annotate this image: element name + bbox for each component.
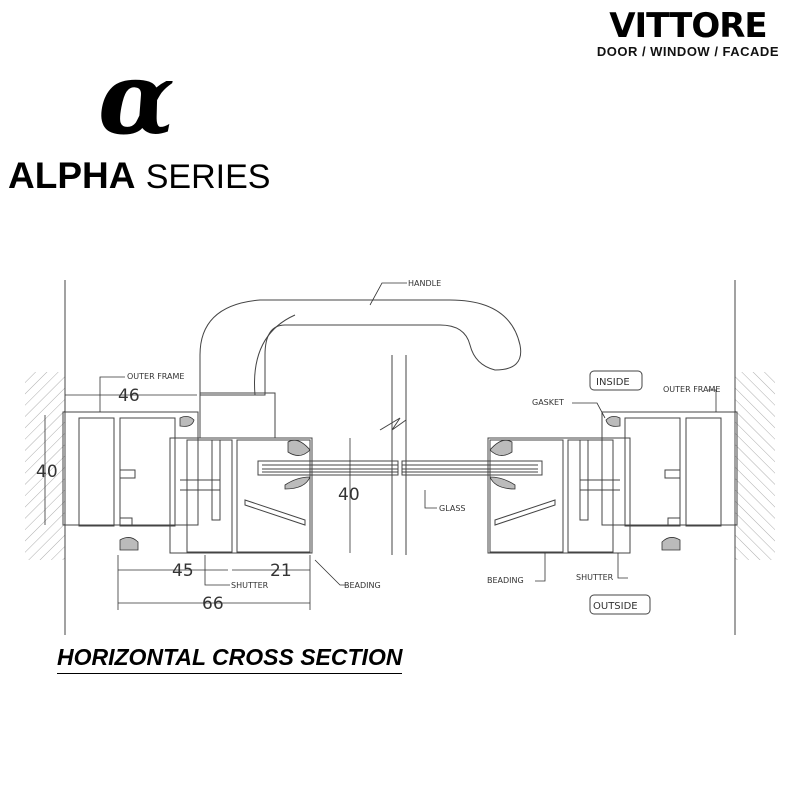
drawing-title: HORIZONTAL CROSS SECTION	[57, 644, 403, 674]
brand-name: VITTORE	[609, 6, 767, 46]
label-beading-left: BEADING	[344, 581, 381, 590]
label-outer-frame-left: OUTER FRAME	[127, 372, 184, 381]
label-outside: OUTSIDE	[593, 601, 638, 612]
dim-shutter-width: 45	[172, 561, 194, 581]
series-heading: ALPHA SERIES	[8, 155, 270, 197]
alpha-symbol: α	[98, 39, 175, 157]
label-glass: GLASS	[439, 504, 465, 513]
dim-sash-depth: 40	[338, 485, 360, 505]
handle-outline	[199, 299, 522, 396]
dim-frame-width: 46	[118, 386, 140, 406]
series-name: ALPHA	[8, 155, 136, 196]
dim-beading-width: 21	[270, 561, 292, 581]
dim-frame-depth: 40	[36, 462, 58, 482]
label-gasket: GASKET	[532, 398, 564, 407]
label-shutter-left: SHUTTER	[231, 581, 269, 590]
label-handle: HANDLE	[408, 279, 441, 288]
brand-logo: VITTORE DOOR / WINDOW / FACADE	[597, 8, 779, 59]
left-section	[24, 279, 399, 636]
dim-total-width: 66	[202, 594, 224, 614]
brand-tagline: DOOR / WINDOW / FACADE	[596, 44, 779, 59]
label-outer-frame-right: OUTER FRAME	[663, 385, 720, 394]
series-suffix: SERIES	[145, 158, 271, 196]
label-inside: INSIDE	[596, 377, 630, 388]
label-beading-right: BEADING	[487, 576, 524, 585]
label-shutter-right: SHUTTER	[576, 573, 614, 582]
